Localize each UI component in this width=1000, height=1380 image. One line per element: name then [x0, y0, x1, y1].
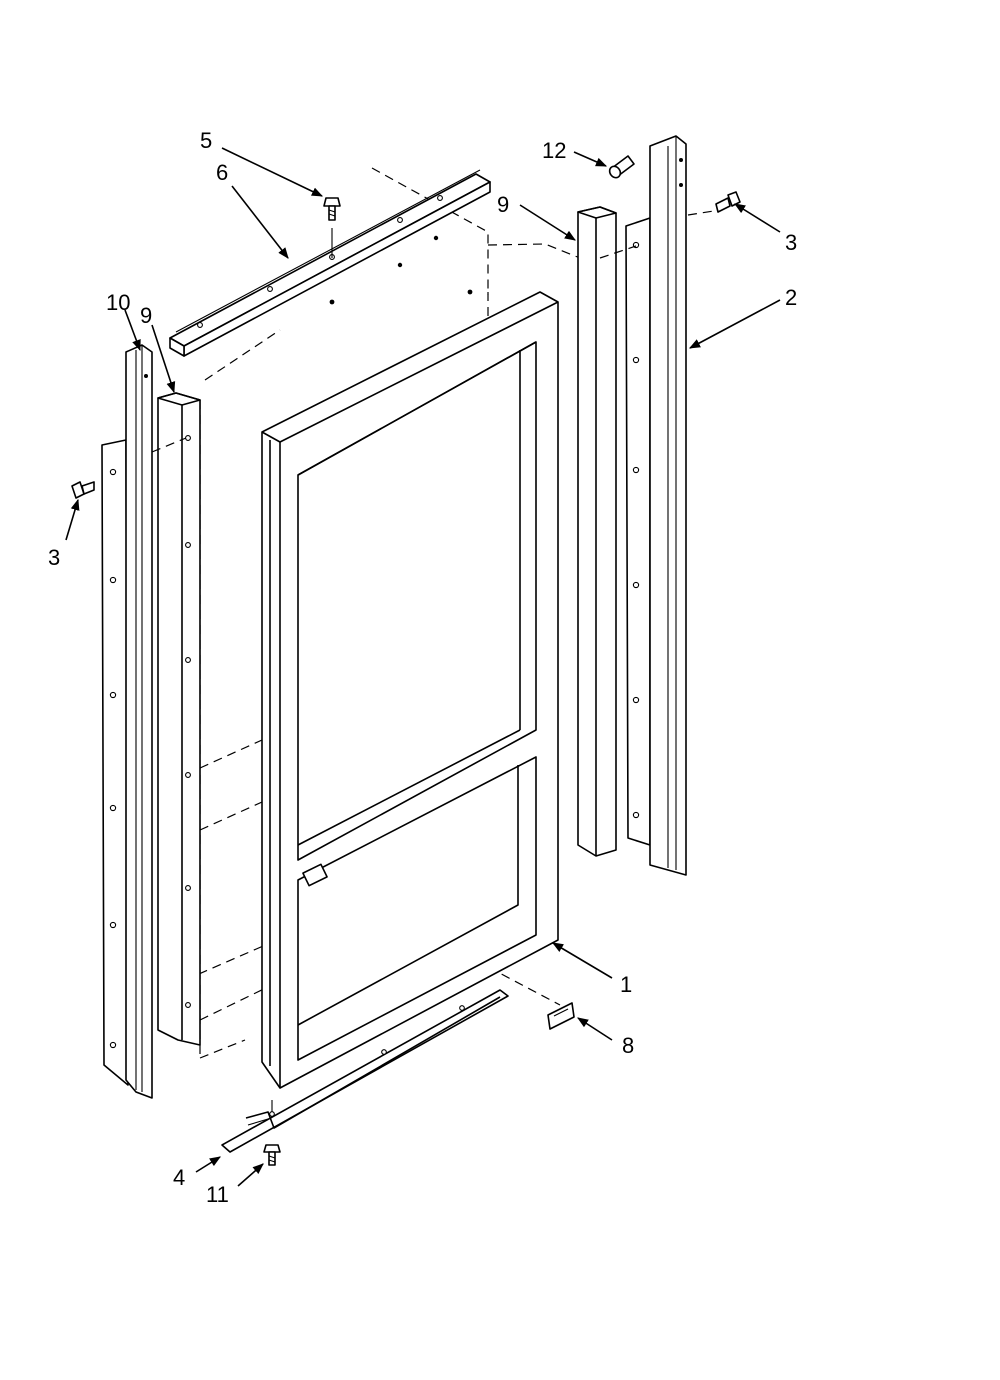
callout-11: 11 [206, 1182, 229, 1207]
callout-5: 5 [200, 128, 212, 153]
callout-2: 2 [785, 285, 797, 310]
callout-3-left: 3 [48, 545, 60, 570]
callout-1: 1 [620, 972, 632, 997]
screw-part-3-right [715, 191, 741, 213]
pin-part-12 [608, 155, 635, 179]
callout-8: 8 [622, 1033, 634, 1058]
plug-part-8 [547, 1002, 575, 1030]
left-hinge-plate [101, 439, 129, 1086]
screw-part-3-left [71, 481, 95, 499]
callout-9-left: 9 [140, 303, 152, 328]
screw-part-5 [323, 197, 341, 221]
leader-lines [65, 147, 781, 1187]
bottom-channel-part-4 [221, 989, 509, 1153]
door-frame-part-1 [261, 291, 559, 1089]
callout-10: 10 [106, 290, 130, 315]
right-gasket-part-9 [577, 206, 617, 857]
callout-labels: 1 2 3 3 4 5 6 8 9 9 10 11 12 [48, 128, 797, 1207]
screw-part-11 [263, 1144, 281, 1166]
callout-4: 4 [173, 1165, 185, 1190]
top-channel-part-6 [169, 169, 491, 357]
callout-12: 12 [542, 138, 566, 163]
callout-6: 6 [216, 160, 228, 185]
left-trim-part-10 [125, 344, 153, 1099]
callout-9-right: 9 [497, 192, 509, 217]
left-gasket-part-9 [151, 392, 201, 1046]
right-trim-part-2 [649, 135, 687, 876]
callout-3-right: 3 [785, 230, 797, 255]
